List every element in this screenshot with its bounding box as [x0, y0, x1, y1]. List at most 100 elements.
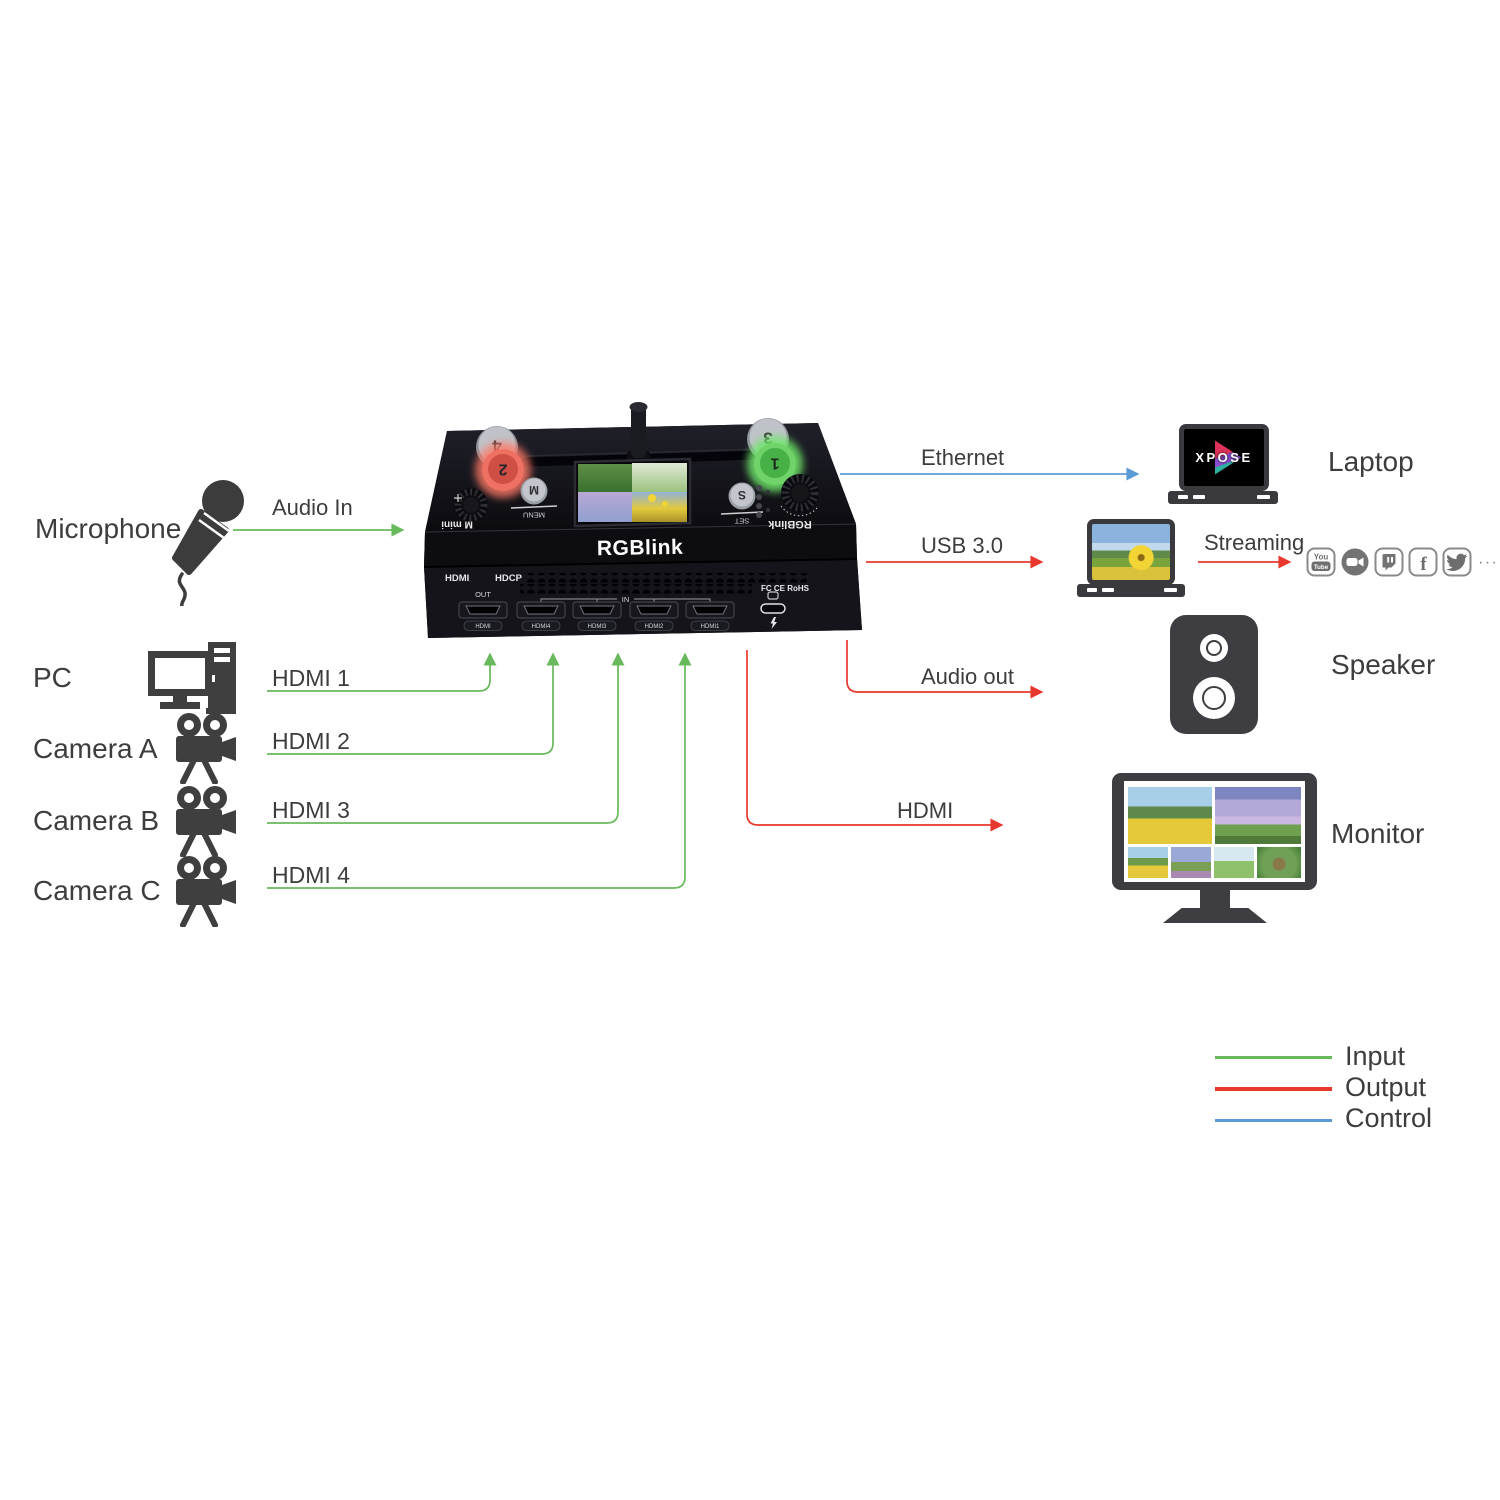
laptop-label: Laptop	[1328, 446, 1414, 477]
svg-text:1: 1	[770, 455, 779, 472]
wire-hdmi2-input	[267, 652, 560, 755]
brand-top-logo: RGBlink	[767, 518, 811, 530]
hdmi-in4-port[interactable]: HDMI4	[516, 601, 566, 631]
legend-control-label: Control	[1345, 1103, 1433, 1133]
camera-a-label: Camera A	[33, 733, 158, 764]
ethernet-label: Ethernet	[921, 445, 1005, 470]
hdmi2-input-label: HDMI 2	[272, 728, 350, 754]
twitch-icon	[1374, 547, 1404, 577]
monitor-tile-1	[1128, 787, 1212, 844]
xpose-logo-text: XPOSE	[1195, 449, 1253, 465]
preview-screen	[573, 457, 692, 528]
vent-holes-row2	[520, 584, 752, 594]
svg-text:f: f	[1420, 554, 1427, 575]
audio-out-label: Audio out	[921, 664, 1014, 689]
more-platforms-label: ···	[1478, 552, 1498, 571]
camera-b-label: Camera B	[33, 805, 160, 836]
preview-quadrant-2	[632, 463, 687, 492]
hdmi-in1-port[interactable]: HDMI1	[685, 601, 735, 631]
monitor-neck	[1200, 890, 1230, 912]
legend-control-line	[1215, 1119, 1332, 1122]
xpose-laptop-screen: XPOSE	[1184, 429, 1264, 486]
usb-label: USB 3.0	[921, 533, 1003, 558]
svg-text:HDMI: HDMI	[475, 624, 491, 630]
hdmi-out-port[interactable]: HDMI	[458, 601, 508, 631]
monitor-tile-2	[1215, 787, 1301, 844]
preview-quadrant-4	[632, 492, 687, 522]
preview-quadrant-3	[578, 492, 632, 522]
monitor-tile-4	[1171, 847, 1211, 878]
usbc-port[interactable]	[760, 591, 786, 629]
speaker-woofer	[1193, 677, 1235, 719]
device-front-face	[424, 524, 857, 567]
svg-text:HDMI1: HDMI1	[701, 624, 720, 630]
monitor-tile-5	[1214, 847, 1254, 878]
legend-input-line	[1215, 1056, 1332, 1059]
speaker-label: Speaker	[1331, 649, 1436, 680]
set-button[interactable]: S	[728, 482, 756, 510]
rgblink-mini-device: 4 2 M MENU 3	[423, 402, 862, 638]
svg-text:S: S	[738, 488, 746, 502]
hdmi4-input-label: HDMI 4	[272, 862, 350, 888]
tbar-handle[interactable]	[627, 402, 650, 461]
hdmi-in3-port[interactable]: HDMI3	[572, 601, 622, 631]
in-bracket	[540, 598, 711, 604]
in-label: IN	[622, 595, 630, 604]
pc-icon	[148, 642, 236, 714]
wire-hdmi1-input	[267, 652, 497, 692]
wire-audio-out	[846, 640, 1044, 699]
hdmi-out-label: HDMI	[897, 798, 954, 823]
headphone-knob[interactable]	[454, 488, 488, 522]
button-2[interactable]: 2	[475, 442, 531, 498]
brand-front-logo: RGBlink	[597, 536, 684, 561]
cert-label: FC CE RoHS	[761, 584, 810, 593]
streaming-label: Streaming	[1204, 530, 1305, 555]
monitor-tile-6	[1257, 847, 1301, 878]
monitor-tile-3	[1128, 847, 1168, 878]
vent-holes-row1	[525, 573, 807, 583]
speaker-tweeter	[1200, 634, 1228, 662]
preview-quadrant-1	[578, 464, 632, 492]
xpose-laptop-icon: XPOSE	[1179, 424, 1269, 491]
legend-input-label: Input	[1345, 1041, 1406, 1071]
monitor-screen	[1124, 781, 1305, 882]
svg-text:HDMI4: HDMI4	[532, 624, 551, 630]
microphone-label: Microphone	[35, 513, 182, 544]
menu-button[interactable]: M	[520, 477, 548, 505]
monitor-icon	[1112, 773, 1317, 890]
out-label: OUT	[475, 590, 491, 599]
camera-c-icon	[168, 855, 238, 927]
menu-label: MENU	[523, 511, 545, 520]
pc-label: PC	[33, 662, 72, 693]
wire-hdmi4-input	[267, 652, 692, 889]
svg-text:HDMI3: HDMI3	[588, 624, 607, 630]
set-label: SET	[734, 517, 749, 526]
hdmi-in2-port[interactable]: HDMI2	[629, 601, 679, 631]
camera-b-icon	[168, 785, 238, 857]
camera-a-icon	[168, 712, 238, 784]
twitter-icon	[1442, 547, 1472, 577]
legend-output-label: Output	[1345, 1072, 1427, 1102]
zoom-icon	[1341, 548, 1369, 576]
model-logo: M mini	[441, 519, 473, 530]
volume-knob[interactable]	[780, 474, 819, 517]
speaker-icon	[1170, 615, 1258, 734]
monitor-label: Monitor	[1331, 818, 1425, 849]
svg-text:HDMI2: HDMI2	[645, 624, 664, 630]
microphone-icon	[172, 480, 244, 606]
hdmi3-input-label: HDMI 3	[272, 797, 350, 823]
legend-output-line	[1215, 1087, 1332, 1091]
facebook-icon: f	[1408, 547, 1438, 577]
svg-text:2: 2	[498, 461, 507, 478]
lightning-icon	[770, 617, 777, 629]
svg-text:You: You	[1314, 553, 1329, 562]
hdcp-logo: HDCP	[495, 573, 523, 584]
streaming-laptop-icon	[1087, 519, 1175, 585]
streaming-laptop-screen	[1092, 524, 1170, 580]
svg-text:Tube: Tube	[1314, 564, 1329, 571]
youtube-icon: You Tube	[1306, 547, 1336, 577]
wire-hdmi-out	[746, 650, 1004, 832]
streaming-platforms: You Tube f ···	[1306, 547, 1498, 577]
camera-c-label: Camera C	[33, 875, 161, 906]
